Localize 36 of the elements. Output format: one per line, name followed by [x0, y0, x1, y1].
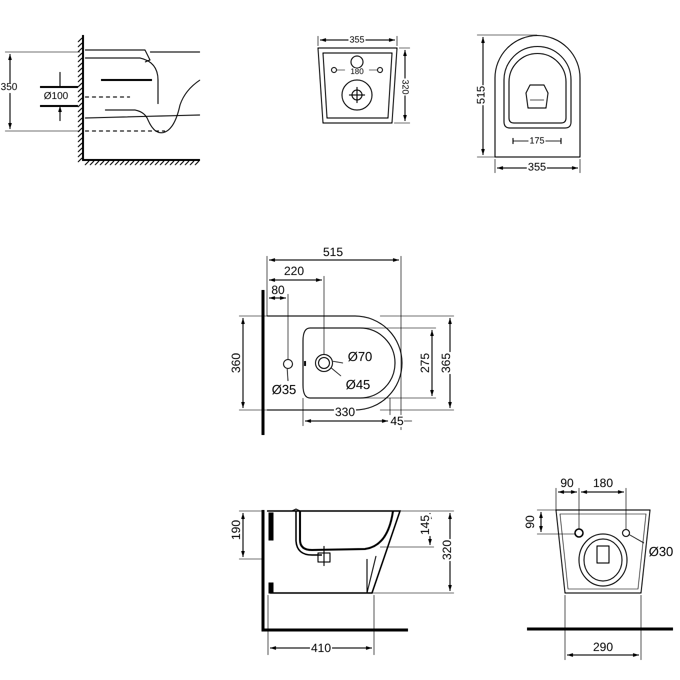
dimension-label: Ø100 [42, 92, 70, 102]
dimension-label: 180 [349, 68, 365, 76]
dimension-label: 320 [400, 78, 410, 96]
dimension-label: 145 [419, 514, 431, 536]
dimension-label: 410 [310, 642, 332, 654]
leader-line [629, 534, 644, 544]
dimension-label: 175 [528, 136, 546, 146]
diameter-label: Ø35 [268, 381, 300, 397]
dimension-label: 190 [230, 518, 242, 542]
diameter-label: Ø45 [341, 376, 375, 392]
hole [283, 359, 293, 369]
diameter-label: Ø30 [644, 543, 678, 559]
dimension-label: 180 [592, 477, 614, 489]
hole [318, 357, 330, 369]
dimension-label: 220 [282, 265, 306, 277]
dimension-label: 320 [441, 538, 453, 562]
dimension-label: 350 [0, 83, 18, 93]
dimension-label: 355 [348, 36, 366, 44]
hole [315, 354, 333, 372]
hole [622, 529, 630, 537]
dimension-label: 330 [334, 406, 356, 418]
leader-line [332, 360, 344, 364]
dimension-label: 515 [322, 246, 344, 258]
dimension-label: 80 [270, 284, 286, 296]
dimension-label: 90 [559, 477, 575, 489]
leader-line [286, 368, 288, 382]
dimension-label: 355 [526, 162, 548, 174]
diameter-label: Ø70 [343, 348, 377, 364]
dimension-label: 90 [524, 514, 536, 530]
dimension-label: 275 [419, 352, 431, 374]
dimension-label: 360 [230, 352, 242, 374]
dimension-label: 290 [592, 641, 614, 653]
dimension-label: 45 [389, 415, 405, 427]
dimension-label: 515 [476, 84, 488, 106]
leader-line [328, 366, 342, 376]
dimension-label: 365 [440, 352, 452, 374]
